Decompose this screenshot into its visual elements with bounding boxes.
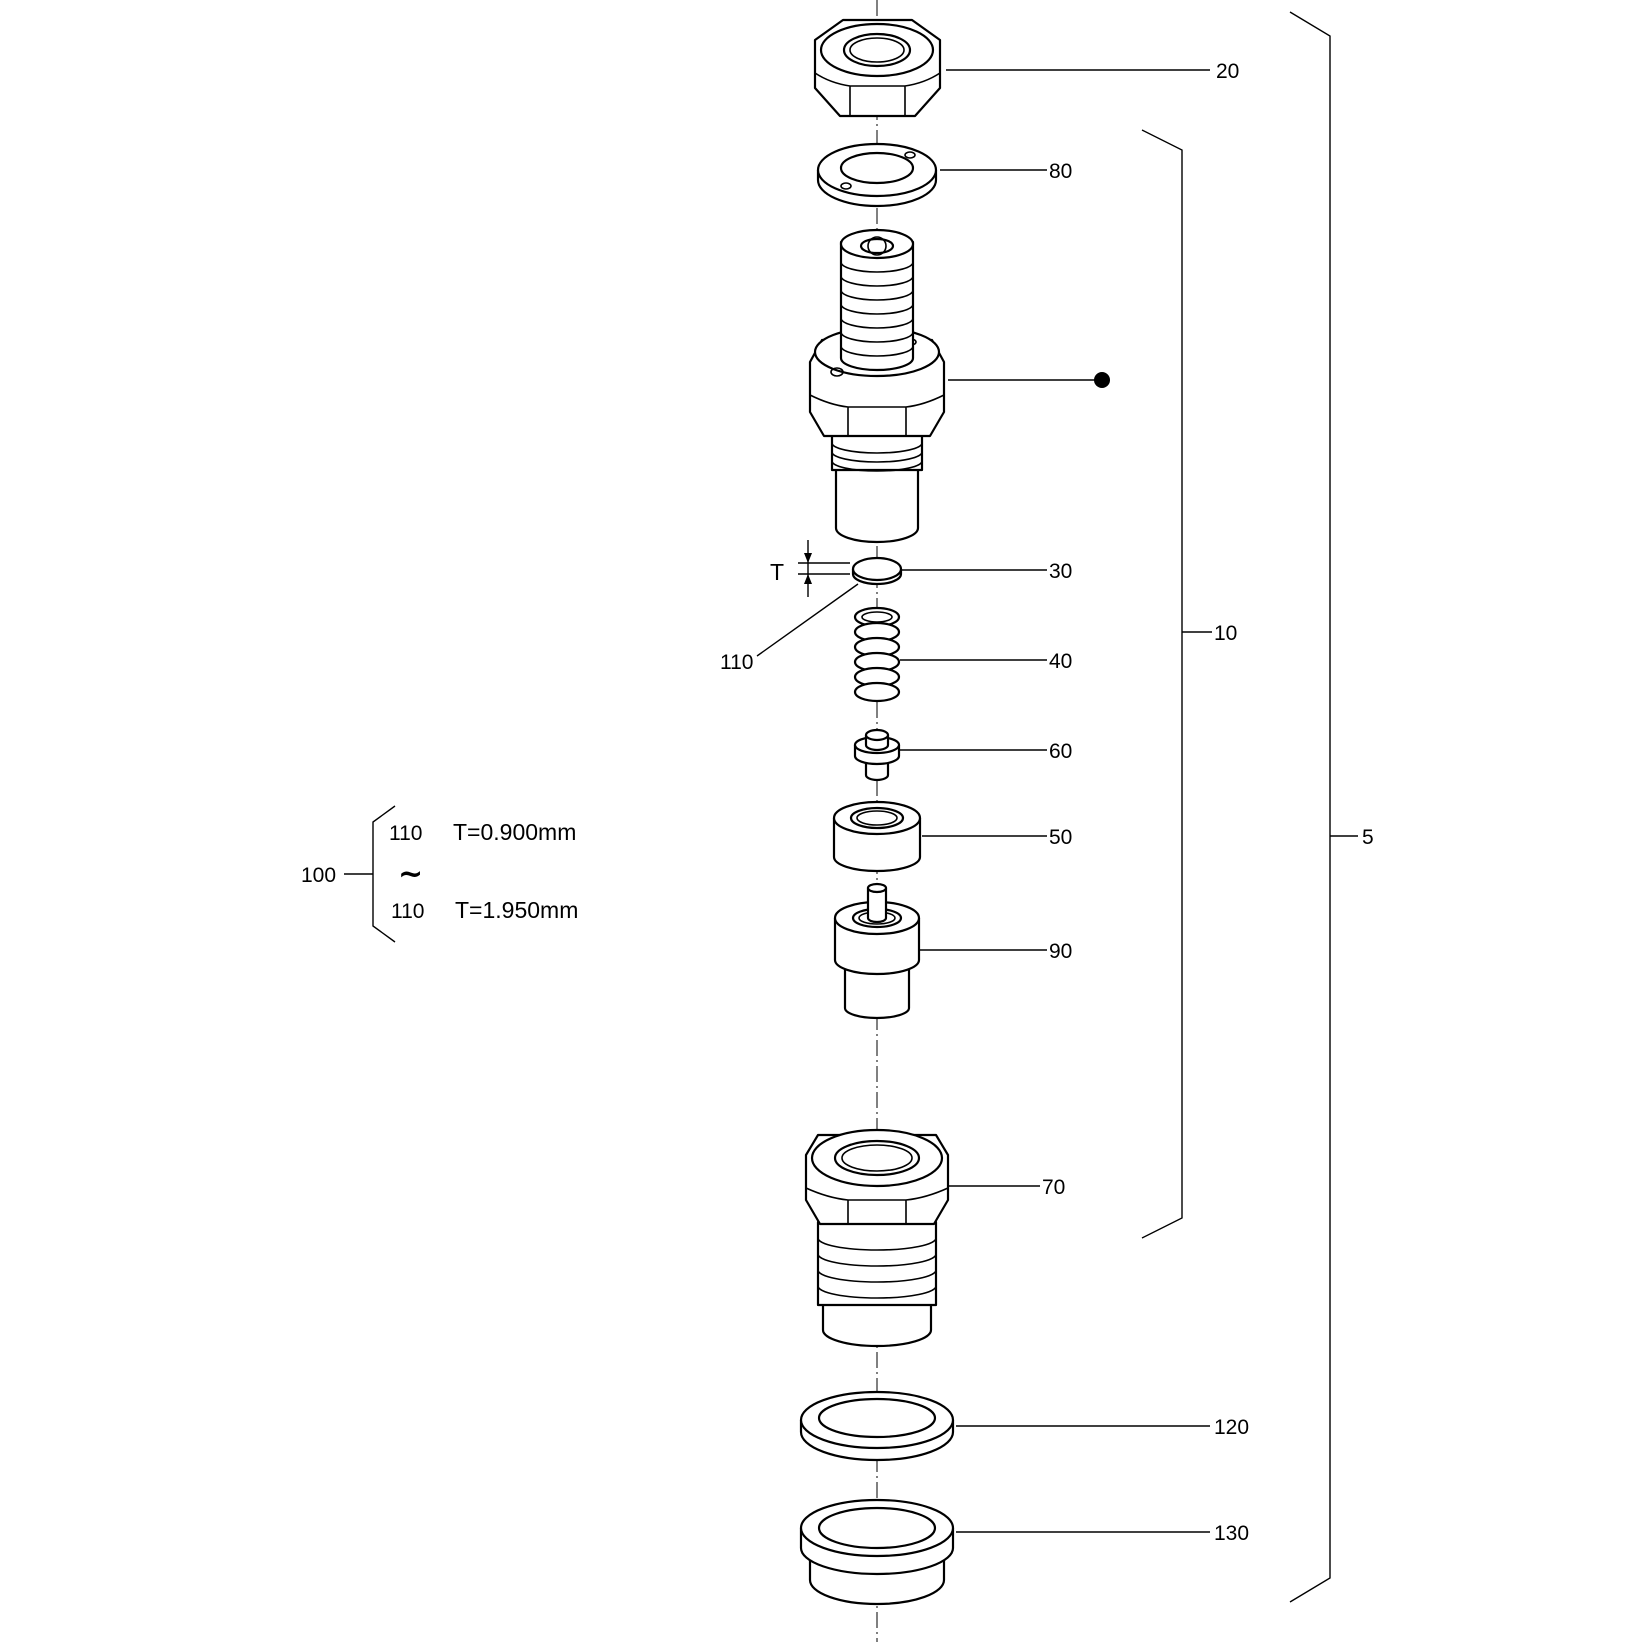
part-20-hex-nut	[813, 18, 942, 118]
callout-50: 50	[1049, 826, 1072, 849]
bracket-10	[1141, 129, 1212, 1239]
part-50-ring	[832, 800, 922, 873]
callout-10: 10	[1214, 622, 1237, 645]
reference-dot	[1094, 372, 1110, 388]
part-60-stopper	[853, 728, 901, 782]
range-row2-part: 110	[391, 900, 424, 923]
part-40-spring	[853, 606, 901, 703]
callout-120: 120	[1214, 1416, 1249, 1439]
callout-5: 5	[1362, 826, 1374, 849]
callout-60: 60	[1049, 740, 1072, 763]
callout-70: 70	[1042, 1176, 1065, 1199]
callout-130: 130	[1214, 1522, 1249, 1545]
callout-20: 20	[1216, 60, 1239, 83]
shim-range-note: 110 T=0.900mm ~ 110 T=1.950mm	[389, 819, 578, 923]
bracket-100	[344, 805, 396, 943]
range-separator: ~	[398, 857, 423, 892]
dimension-t-label: T	[770, 559, 784, 585]
bracket-5	[1289, 11, 1358, 1603]
callout-80: 80	[1049, 160, 1072, 183]
part-30-shim	[851, 556, 903, 586]
callout-40: 40	[1049, 650, 1072, 673]
range-row2-value: T=1.950mm	[455, 897, 578, 923]
callout-110: 110	[720, 651, 753, 674]
callout-90: 90	[1049, 940, 1072, 963]
dimension-t: T	[770, 540, 850, 597]
part-valve-holder	[808, 228, 1110, 544]
part-70-fitting	[804, 1128, 950, 1348]
leader-lines	[756, 69, 1210, 1533]
range-row1-part: 110	[389, 822, 422, 845]
part-90-valve	[833, 882, 921, 1020]
callout-100: 100	[301, 864, 336, 887]
part-120-seal-ring	[799, 1390, 955, 1462]
range-row1-value: T=0.900mm	[453, 819, 576, 845]
part-130-sleeve	[799, 1498, 955, 1606]
callout-30: 30	[1049, 560, 1072, 583]
part-80-washer	[816, 142, 938, 208]
